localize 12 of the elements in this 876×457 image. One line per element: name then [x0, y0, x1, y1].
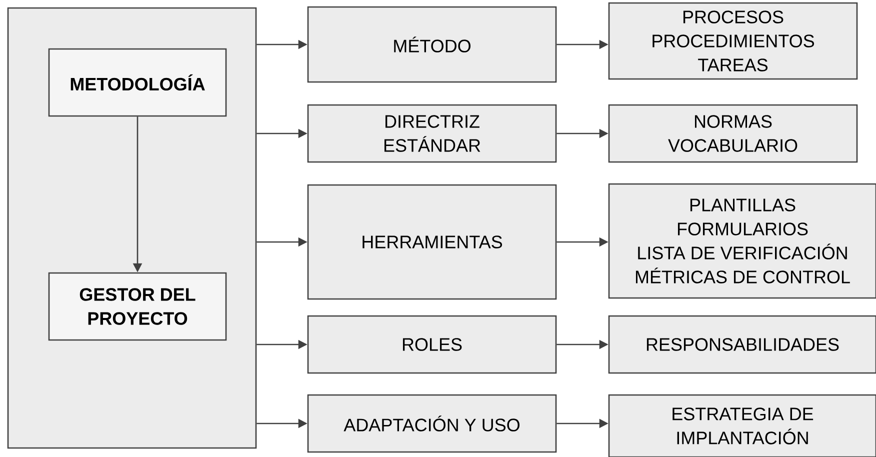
concept-box: ADAPTACIÓN Y USO [307, 394, 557, 453]
title-box: GESTOR DEL PROYECTO [48, 272, 227, 341]
concept-box: ESTRATEGIA DE IMPLANTACIÓN [608, 394, 876, 457]
concept-box: ROLES [307, 315, 557, 374]
concept-box: NORMAS VOCABULARIO [608, 104, 858, 163]
concept-box: DIRECTRIZ ESTÁNDAR [307, 104, 557, 163]
title-box: METODOLOGÍA [48, 48, 227, 117]
concept-box: MÉTODO [307, 6, 557, 83]
concept-box: PROCESOS PROCEDIMIENTOS TAREAS [608, 2, 858, 80]
concept-box: HERRAMIENTAS [307, 184, 557, 300]
concept-box: RESPONSABILIDADES [608, 315, 876, 374]
concept-box: PLANTILLAS FORMULARIOS LISTA DE VERIFICACIÓN MÉTRICAS DE CONTROL [608, 183, 876, 299]
